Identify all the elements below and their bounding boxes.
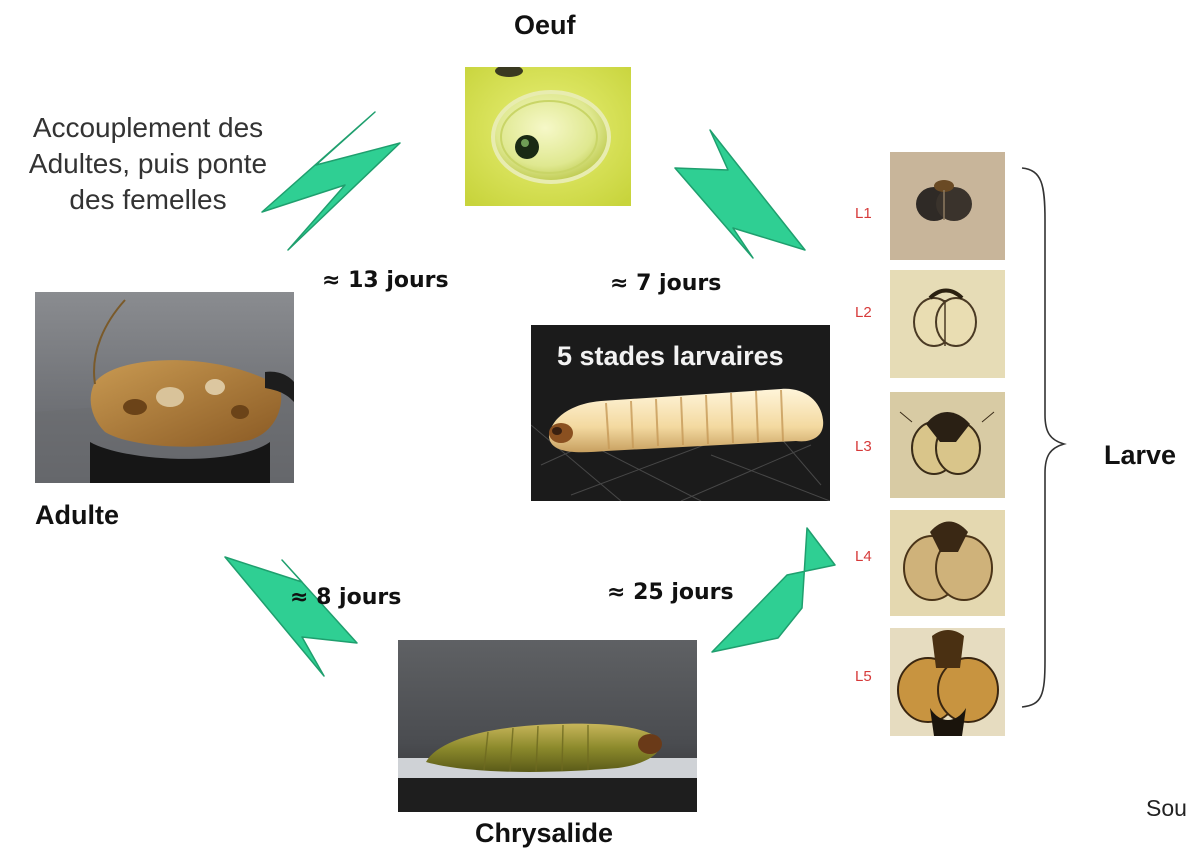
- duration-larva-to-pupa: ≈ 25 jours: [607, 580, 734, 605]
- mating-caption-line-2: Adultes, puis ponte: [8, 146, 288, 182]
- instar-label-l2: L2: [855, 304, 872, 321]
- duration-pupa-to-adult: ≈ 8 jours: [290, 585, 401, 610]
- mating-caption-line-3: des femelles: [8, 182, 288, 218]
- stage-title-adult: Adulte: [35, 500, 119, 531]
- photo-adult: [35, 292, 294, 483]
- larva-photo-caption: 5 stades larvaires: [557, 341, 784, 372]
- instar-photo-l1: [890, 152, 1005, 260]
- instar-label-l1: L1: [855, 205, 872, 222]
- instar-column: L1 L2 L3 L4: [840, 150, 1010, 740]
- instar-photo-l2: [890, 270, 1005, 378]
- arrow-pupa-to-adult: [225, 557, 357, 676]
- stage-title-pupa: Chrysalide: [475, 818, 613, 849]
- photo-pupa: [398, 640, 697, 812]
- duration-egg-to-larva: ≈ 7 jours: [610, 271, 721, 296]
- arrow-egg-to-larva: [675, 130, 805, 258]
- source-text: Sou: [1146, 795, 1187, 822]
- larva-brace: [1022, 168, 1064, 707]
- stage-title-egg: Oeuf: [514, 10, 576, 41]
- duration-adult-to-egg: ≈ 13 jours: [322, 268, 449, 293]
- photo-larva: 5 stades larvaires: [531, 325, 830, 501]
- instar-photo-l5: [890, 628, 1005, 736]
- stage-title-larva: Larve: [1104, 440, 1176, 471]
- mating-caption: Accouplement des Adultes, puis ponte des…: [8, 110, 288, 218]
- instar-label-l3: L3: [855, 438, 872, 455]
- instar-photo-l3: [890, 392, 1005, 498]
- mating-caption-line-1: Accouplement des: [8, 110, 288, 146]
- photo-egg: [465, 67, 631, 206]
- instar-photo-l4: [890, 510, 1005, 616]
- instar-label-l5: L5: [855, 668, 872, 685]
- instar-label-l4: L4: [855, 548, 872, 565]
